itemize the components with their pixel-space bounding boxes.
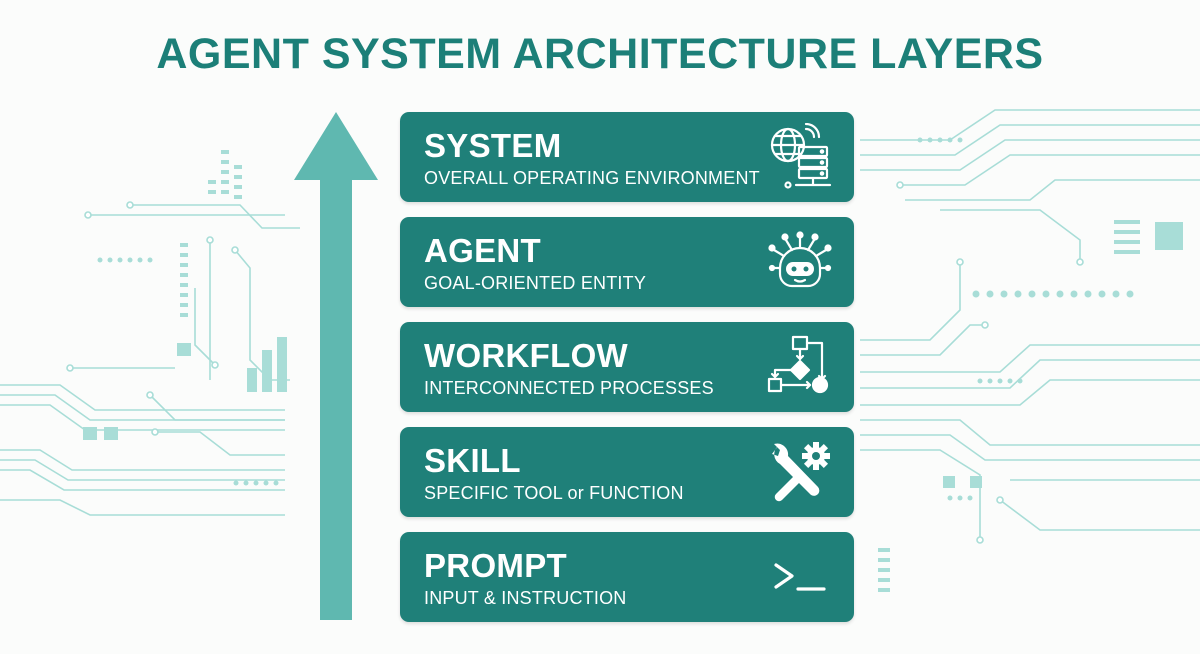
terminal-prompt-icon bbox=[766, 543, 834, 611]
layer-description: GOAL-ORIENTED ENTITY bbox=[424, 273, 647, 293]
layer-prompt: PROMPT INPUT & INSTRUCTION bbox=[400, 532, 854, 622]
layer-name: AGENT bbox=[424, 232, 541, 269]
layer-description: INTERCONNECTED PROCESSES bbox=[424, 378, 714, 398]
wrench-gear-icon bbox=[766, 438, 834, 506]
layer-name: WORKFLOW bbox=[424, 337, 629, 374]
layer-agent: AGENT GOAL-ORIENTED ENTITY bbox=[400, 217, 854, 307]
robot-icon bbox=[766, 228, 834, 296]
layer-description: OVERALL OPERATING ENVIRONMENT bbox=[424, 168, 760, 188]
layer-name: PROMPT bbox=[424, 547, 567, 584]
globe-server-icon bbox=[766, 122, 834, 191]
page-title: AGENT SYSTEM ARCHITECTURE LAYERS bbox=[156, 30, 1044, 78]
layer-workflow: WORKFLOW INTERCONNECTED PROCESSES bbox=[400, 322, 854, 412]
layer-description: INPUT & INSTRUCTION bbox=[424, 588, 627, 608]
flowchart-icon bbox=[766, 333, 834, 401]
layer-name: SKILL bbox=[424, 442, 521, 479]
layer-system: SYSTEM OVERALL OPERATING ENVIRONMENT bbox=[400, 112, 854, 202]
layer-stack: SYSTEM OVERALL OPERATING ENVIRONMENT bbox=[400, 112, 854, 637]
up-arrow bbox=[294, 112, 378, 620]
layer-name: SYSTEM bbox=[424, 127, 562, 164]
layer-skill: SKILL SPECIFIC TOOL or FUNCTION bbox=[400, 427, 854, 517]
layer-description: SPECIFIC TOOL or FUNCTION bbox=[424, 483, 684, 503]
